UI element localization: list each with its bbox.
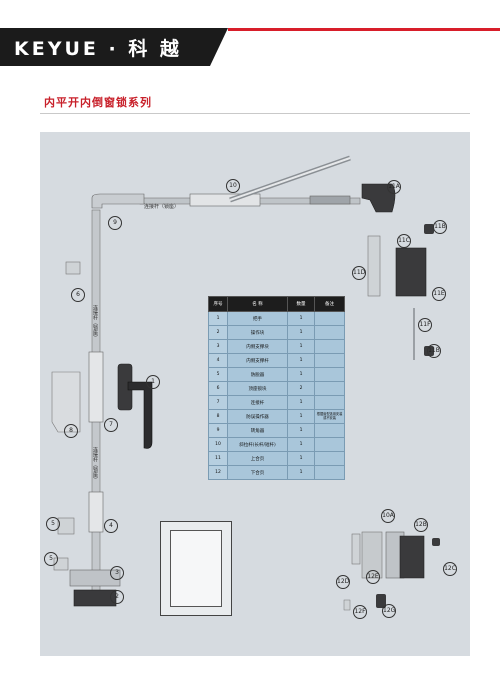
callout-11c: 11C xyxy=(397,234,411,248)
callout-4: 4 xyxy=(104,519,118,533)
callout-11b: 11B xyxy=(433,220,447,234)
vertical-label-lower: 连接杆（锁座） xyxy=(92,447,98,482)
anti-misuse-device xyxy=(51,371,81,433)
keeper-block xyxy=(65,261,81,275)
window-handle xyxy=(117,363,153,449)
top-bar-label: 连接杆（锁座） xyxy=(144,204,180,210)
header-qty: 数量 xyxy=(286,296,316,312)
window-sketch-sash xyxy=(170,530,222,607)
callout-10a: 10A xyxy=(381,509,395,523)
callout-11f: 11F xyxy=(418,318,432,332)
callout-2: 2 xyxy=(110,590,124,604)
table-header-row: 序号 名 称 数量 备注 xyxy=(207,296,345,312)
callout-12e: 12E xyxy=(366,570,380,584)
callout-11d: 11D xyxy=(352,266,366,280)
callout-12b: 12B xyxy=(414,518,428,532)
callout-7: 7 xyxy=(104,418,118,432)
header-name: 名 称 xyxy=(227,296,288,312)
callout-9: 9 xyxy=(108,216,122,230)
top-hinge-cover xyxy=(395,247,427,297)
corner-drive xyxy=(91,193,145,209)
callout-12c: 12C xyxy=(443,562,457,576)
callout-12g: 12G xyxy=(382,604,396,618)
callout-1: 1 xyxy=(146,375,160,389)
callout-8: 8 xyxy=(64,424,78,438)
callout-12f: 12F xyxy=(353,605,367,619)
callout-5: 5 xyxy=(46,517,60,531)
callout-3: 3 xyxy=(110,566,124,580)
callout-6: 6 xyxy=(71,288,85,302)
callout-11e: 11E xyxy=(432,287,446,301)
header-no: 序号 xyxy=(207,296,229,312)
callout-11a: 11A xyxy=(387,180,401,194)
hardware-diagram xyxy=(51,155,440,611)
brand-name: KEYUE · 科 越 xyxy=(14,38,182,60)
accent-line xyxy=(228,28,500,31)
vertical-label-upper: 连接杆（锁座） xyxy=(92,305,98,340)
title-rule xyxy=(40,113,470,114)
series-title: 内平开内倒窗锁系列 xyxy=(44,96,152,109)
top-stay-arm xyxy=(139,155,361,207)
callout-10: 10 xyxy=(226,179,240,193)
bottom-right-hinge-cover xyxy=(399,535,425,579)
header-note: 备注 xyxy=(314,296,345,312)
callout-11b-lower: 11B xyxy=(427,344,441,358)
brand-banner: KEYUE · 科 越 xyxy=(0,28,228,66)
callout-12d: 12D xyxy=(336,575,350,589)
callout-5b: 5 xyxy=(44,552,58,566)
